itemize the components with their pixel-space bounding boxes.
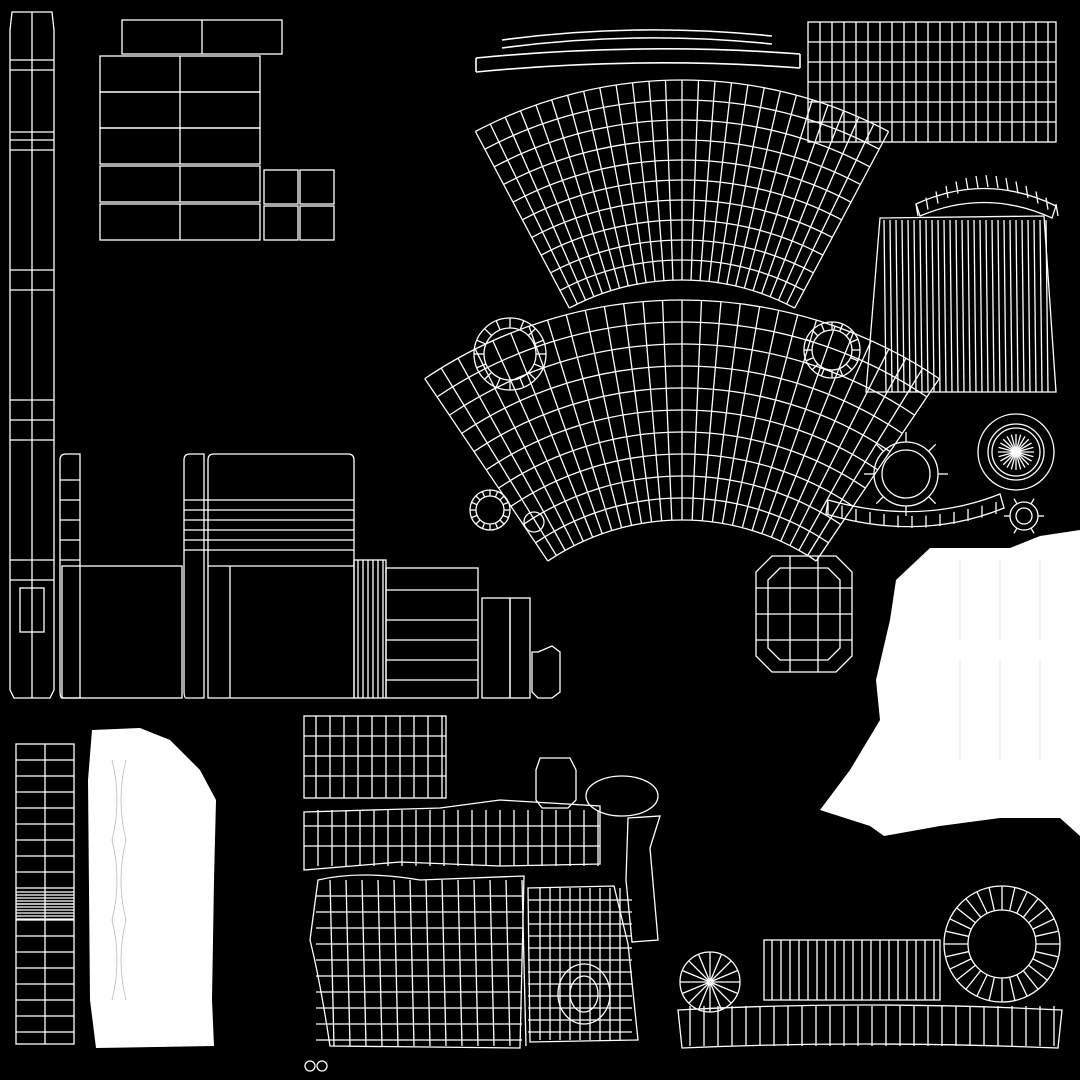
fan-upper — [474, 79, 890, 309]
tall-strip-left — [9, 11, 55, 699]
pleated-block — [865, 175, 1059, 393]
octagon-pad — [755, 555, 853, 673]
top-right-grid — [807, 21, 1057, 143]
rings — [469, 317, 861, 533]
bottom-left-strip — [15, 743, 75, 1045]
stacked-boxes-top-left — [99, 19, 283, 241]
gears — [679, 413, 1061, 1013]
bottom-center-patches — [303, 715, 661, 1072]
mid-left-panels — [59, 453, 561, 699]
small-squares — [263, 169, 335, 241]
white-blob-right — [820, 530, 1080, 836]
fan-lower — [424, 299, 940, 562]
white-blob-left — [88, 728, 216, 1048]
bottom-right-group — [677, 939, 1063, 1049]
top-arcs — [475, 29, 801, 73]
